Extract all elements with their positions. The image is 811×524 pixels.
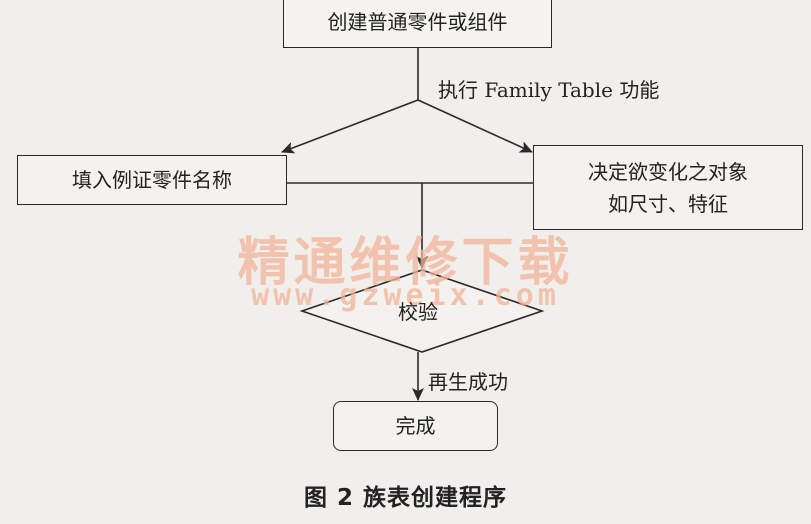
node-create-part: 创建普通零件或组件: [283, 0, 552, 48]
node-create-part-label: 创建普通零件或组件: [327, 10, 508, 34]
node-fill-instance: 填入例证零件名称: [17, 155, 287, 205]
edge-label-execute-family-table: 执行 Family Table 功能: [438, 78, 660, 102]
watermark-text: 精通维修下载: [237, 233, 574, 293]
node-fill-instance-label: 填入例证零件名称: [72, 168, 232, 192]
edge-label-regen-success: 再生成功: [428, 370, 508, 394]
node-verify-label: 校验: [398, 300, 438, 324]
figure-caption: 图 2 族表创建程序: [303, 485, 508, 511]
node-decide-object-line2: 如尺寸、特征: [608, 191, 728, 216]
connector-split-to-right: [417, 99, 533, 153]
verify-diamond: [299, 269, 545, 353]
node-decide-object: 决定欲变化之对象 如尺寸、特征: [533, 145, 803, 230]
node-finish-label: 完成: [395, 414, 436, 438]
node-finish: 完成: [333, 401, 498, 451]
watermark-url: www.gzweix.com: [251, 278, 560, 313]
connector-split-to-left: [281, 99, 419, 154]
node-decide-object-line1: 决定欲变化之对象: [588, 159, 748, 184]
